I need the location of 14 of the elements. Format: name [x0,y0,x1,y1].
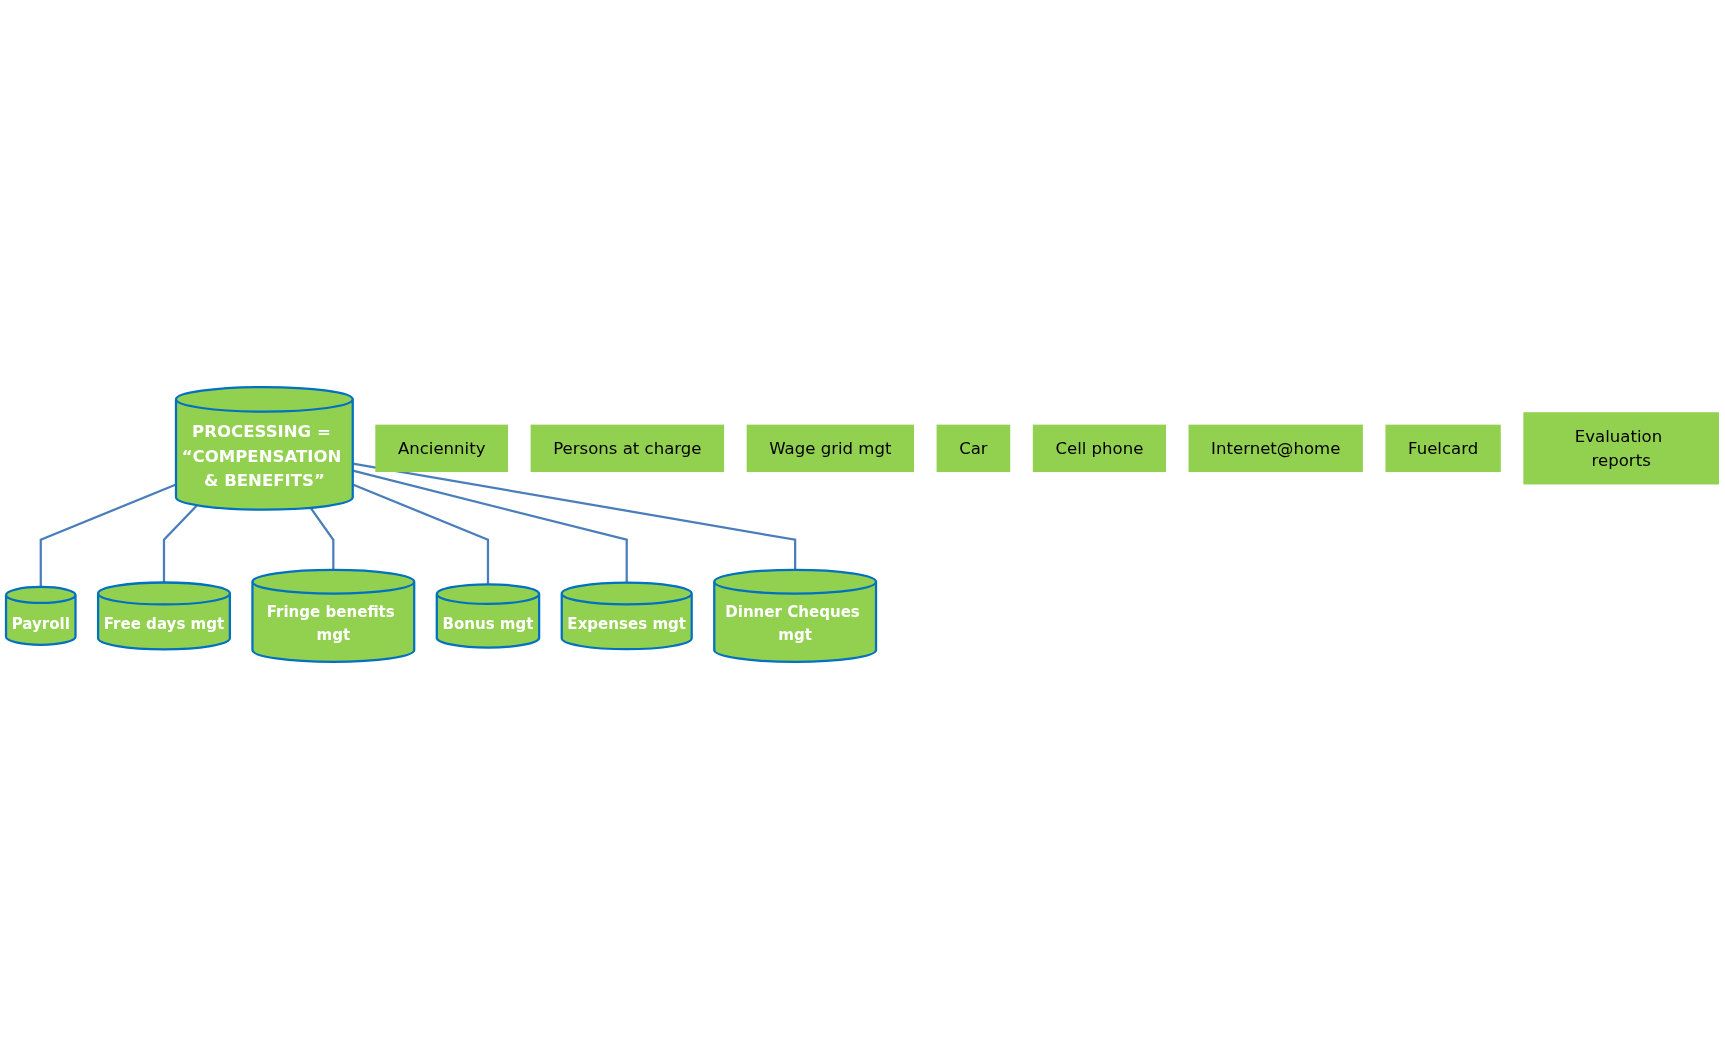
connector [352,483,490,585]
connector [162,504,198,583]
node-box: Cell phone [1032,424,1166,473]
node-box: Internet@home [1188,424,1363,473]
node-box: Wage grid mgt [746,424,914,473]
connector [352,469,628,583]
connector [39,483,177,587]
node-box: Fuelcard [1385,424,1501,473]
node-box: Persons at charge [530,424,725,473]
connector [352,462,797,570]
node-box: Car [936,424,1011,473]
node-box: Anciennity [375,424,508,473]
node-box: Evaluation reports [1523,412,1719,485]
connector [309,507,335,570]
